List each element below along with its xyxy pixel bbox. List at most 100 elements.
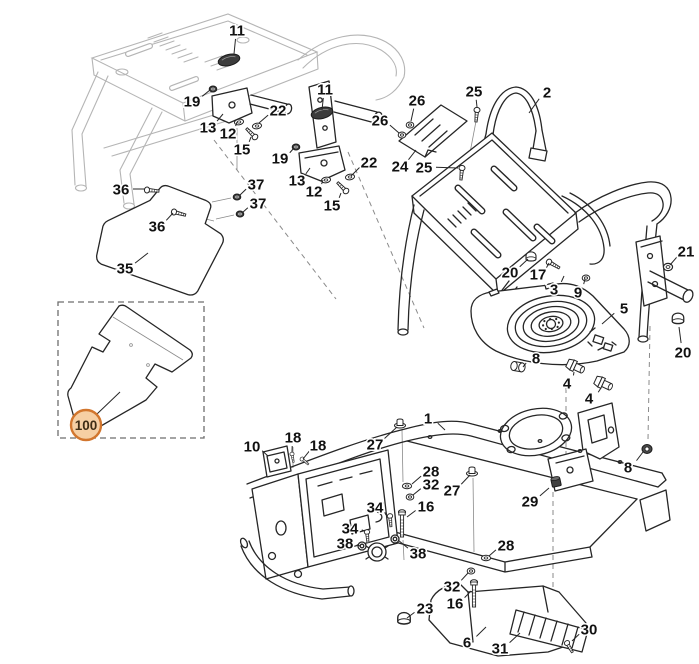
callout-label-19: 19 [272,151,289,168]
callout-leader-26 [389,124,400,134]
plate-10 [262,445,292,478]
control-panel-24 [398,104,468,158]
callout-label-25: 25 [466,84,483,101]
callout-label-18: 18 [310,438,327,455]
callout-label-38: 38 [337,536,354,553]
flange-nut-27 [466,466,478,477]
callout-label-8: 8 [532,351,540,368]
callout-leader-8 [636,451,644,461]
ghost-handlebar [297,34,406,101]
callout-label-23: 23 [417,601,434,618]
callout-label-3: 3 [550,282,558,299]
callout-leader-12 [235,121,238,127]
callout-label-34: 34 [342,521,359,538]
callout-label-18: 18 [285,430,302,447]
chassis-frame-1 [239,402,671,600]
callout-label-9: 9 [574,285,582,302]
callout-leader-21 [669,256,678,266]
front-bumper [239,537,355,600]
upper-bracket-assembly-right [298,80,383,182]
callout-leader-16 [406,510,416,518]
callout-leader-34 [384,512,387,516]
callout-label-26: 26 [409,93,426,110]
callout-leader-18 [302,450,310,460]
highlight-callout-badge [69,408,103,442]
callout-leader-12 [321,179,324,185]
engine-mount-ring [499,407,573,457]
callout-leader-13 [216,113,224,122]
grommet-38 [357,534,400,551]
fan-cover-5 [470,282,630,366]
callout-leader-24 [408,149,417,160]
callout-leader-16 [464,590,472,598]
callout-label-13: 13 [200,120,217,137]
callout-leader-38 [397,539,409,549]
callout-label-26: 26 [372,113,389,130]
front-boss-38 [365,542,389,562]
front-legs [397,204,425,336]
screw-17 [544,257,562,272]
callout-leader-28 [488,549,497,557]
flange-nut-27 [394,418,406,429]
callout-leader-8 [522,362,527,368]
callout-label-36: 36 [113,182,130,199]
callout-label-29: 29 [522,494,539,511]
callout-label-32: 32 [444,579,461,596]
nut-32 [466,567,476,575]
callout-label-2: 2 [543,85,551,102]
callout-label-36: 36 [149,219,166,236]
callout-leader-38 [356,544,361,547]
callout-leader-11 [233,38,237,55]
callout-leader-17 [546,262,550,268]
callout-leader-37 [241,207,249,214]
nut-9 [581,274,591,282]
callout-label-19: 19 [184,94,201,111]
callout-label-38: 38 [410,546,427,563]
callout-label-17: 17 [530,267,547,284]
callout-label-4: 4 [563,376,572,393]
callout-label-12: 12 [306,184,323,201]
clip-34 [375,502,384,523]
highlight-callout-label: 100 [75,418,98,433]
buffer-29 [549,475,562,488]
callout-label-22: 22 [270,103,287,120]
callout-label-16: 16 [418,499,435,516]
mat-panel-100 [67,304,193,436]
callout-label-35: 35 [117,261,134,278]
callout-label-30: 30 [581,622,598,639]
fan-shroud [506,294,596,354]
callout-leader-30 [571,633,580,642]
callout-leader-26 [410,108,415,122]
callout-label-37: 37 [248,177,265,194]
ghost-legs [71,71,244,210]
front-console [251,449,399,580]
cap-23 [397,611,411,625]
callout-label-28: 28 [498,538,515,555]
callout-label-27: 27 [444,483,461,500]
callout-leader-4 [572,371,575,376]
callout-leader-37 [239,188,247,196]
nut-26 [405,121,415,129]
rear-axle-tube [647,270,694,303]
callout-label-10: 10 [244,439,261,456]
screw-18 [289,451,296,463]
link-rod-3-inner [544,271,585,286]
washer-22 [251,121,263,131]
callout-leader-11 [321,97,324,111]
callout-leader-25 [475,99,478,108]
callout-label-12: 12 [220,126,237,143]
callout-label-22: 22 [361,155,378,172]
callout-label-11: 11 [229,23,245,40]
callout-label-4: 4 [585,391,594,408]
nut-32 [405,493,415,501]
callout-label-28: 28 [423,464,440,481]
bolt-4 [592,374,615,393]
callout-label-16: 16 [447,596,464,613]
callout-label-13: 13 [289,173,306,190]
callout-leader-15 [248,136,252,142]
callout-leader-6 [476,626,487,637]
callout-leader-23 [406,611,415,619]
mid-bracket [547,448,671,532]
